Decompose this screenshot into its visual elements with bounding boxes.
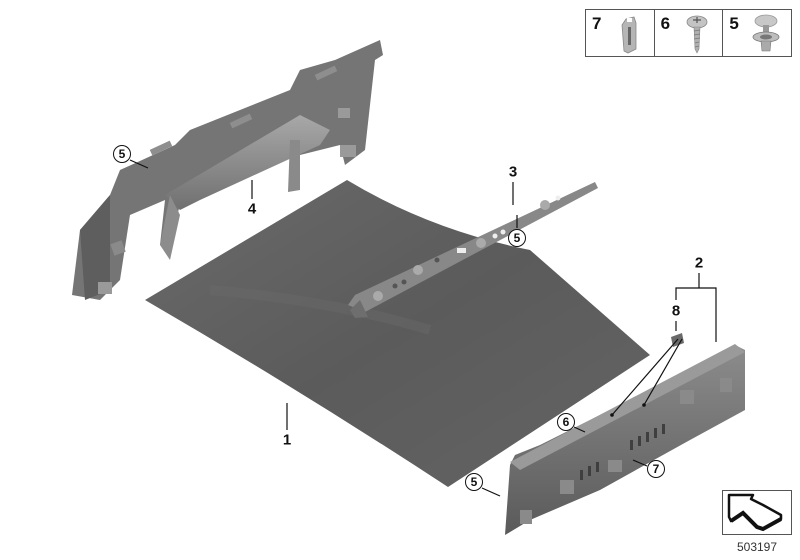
callout-4: 4 <box>247 200 257 218</box>
fastener-legend: 7 6 5 <box>585 9 792 57</box>
legend-number: 5 <box>729 14 739 33</box>
leader-lines <box>129 159 717 497</box>
clip-nut-icon <box>621 16 637 54</box>
expanding-rivet-icon <box>752 14 780 52</box>
vehicle-orientation-arrow-icon <box>727 493 783 532</box>
screw-icon <box>686 15 708 54</box>
circled-callout-7: 7 <box>647 460 665 478</box>
legend-number: 7 <box>592 14 602 33</box>
vehicle-orientation-box <box>722 490 792 535</box>
legend-item-5: 5 <box>723 10 791 56</box>
part-4-rear-bracket <box>72 40 383 300</box>
circled-callout-5-rail: 5 <box>508 229 526 247</box>
callout-1: 1 <box>282 431 292 449</box>
callout-3: 3 <box>508 163 518 181</box>
part-3-bracket-rail <box>348 182 598 318</box>
legend-item-7: 7 <box>586 10 655 56</box>
legend-number: 6 <box>660 14 671 33</box>
circled-callout-5-left: 5 <box>113 145 131 163</box>
circled-callout-6: 6 <box>557 413 575 431</box>
diagram-id: 503197 <box>736 540 778 554</box>
part-1-floor-mat <box>145 180 650 487</box>
callout-8: 8 <box>671 302 681 320</box>
part-2-loading-sill <box>505 344 745 535</box>
callout-2: 2 <box>694 254 704 272</box>
legend-item-6: 6 <box>655 10 724 56</box>
circled-callout-5-bottom: 5 <box>465 473 483 491</box>
